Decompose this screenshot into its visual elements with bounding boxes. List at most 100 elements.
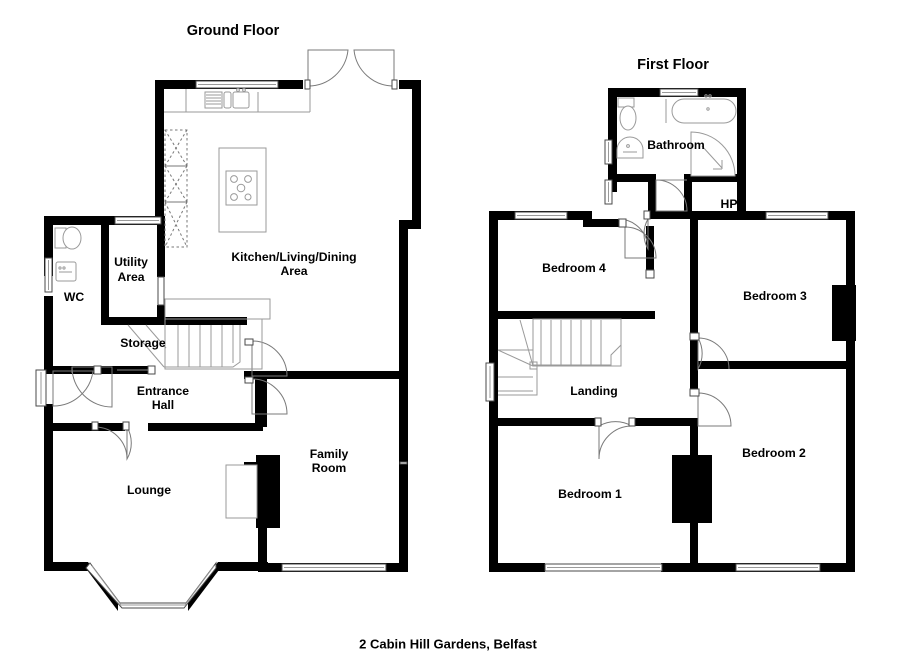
door-bedroom-4-jamb-2 (645, 269, 655, 279)
first-floor-labels: Bathroom HP Bedroom 4 Bedroom 3 Landing … (542, 138, 807, 501)
stair-first-nosing (533, 320, 622, 366)
door-bedroom-1[interactable] (594, 417, 636, 460)
wall-right-step (399, 220, 421, 229)
wall-kitchen-top-right (399, 80, 421, 89)
door-utility[interactable] (157, 276, 165, 306)
rooflight-x2b (164, 165, 188, 203)
bath-tap-2 (708, 94, 712, 98)
label-bedroom-4: Bedroom 4 (542, 261, 606, 275)
plan-caption: 2 Cabin Hill Gardens, Belfast (359, 636, 537, 651)
door-bedroom-2-swing[interactable] (697, 392, 732, 427)
door-bedroom-1-jamb-2 (628, 417, 636, 427)
chimney-breast-bedroom-1-2 (672, 455, 712, 523)
door-bathroom[interactable] (655, 179, 688, 212)
stair-first-diag-1 (497, 349, 534, 367)
wall-bathroom-bottom-right (684, 174, 738, 182)
bath-plug (706, 107, 710, 111)
wall-hp-divider (684, 182, 692, 219)
hob-unit (225, 170, 258, 206)
wall-landing-bottom-right (634, 418, 698, 426)
bay-window-lounge (84, 561, 222, 611)
rooflight-panel-1 (164, 129, 188, 167)
door-bedroom-4-swing[interactable] (624, 226, 657, 259)
bathroom-basin (616, 136, 644, 159)
staircase-first (497, 318, 622, 396)
wall-bed2-left-upper (690, 369, 698, 391)
door-wc-jamb (93, 365, 102, 375)
wall-lounge-bottom-left (44, 562, 88, 571)
wall-hp-left (648, 174, 656, 219)
door-hall-kitchen[interactable] (244, 338, 288, 377)
door-front[interactable] (52, 370, 94, 407)
wall-family-right (399, 371, 408, 571)
shower-drain-line (701, 145, 723, 169)
french-door-leaf-right[interactable] (353, 49, 395, 87)
kitchen-fixtures (164, 88, 311, 248)
wall-bathroom-right (737, 88, 746, 213)
first-floor-title: First Floor (637, 57, 709, 73)
wall-left-outer-upper (44, 216, 53, 276)
first-floor-windows (485, 88, 829, 572)
door-bedroom-3[interactable] (689, 332, 730, 371)
bath-tap-1 (704, 94, 708, 98)
door-landing-bath-jamb (643, 210, 651, 220)
door-bedroom-4[interactable] (618, 218, 657, 279)
door-hall-family-swing[interactable] (251, 378, 288, 415)
door-front-swing[interactable] (52, 370, 94, 407)
door-bedroom-1-swing[interactable] (598, 421, 634, 460)
door-bedroom-3-arc (697, 337, 730, 370)
wall-utility-right-upper (157, 225, 165, 277)
wall-bed3-bed2-divider (690, 361, 848, 369)
label-family-room-line1: Family (310, 447, 349, 461)
door-wc-swing[interactable] (71, 366, 113, 408)
ground-floor-labels: Kitchen/Living/Dining Area Utility Area … (64, 250, 357, 497)
door-bedroom-3-jamb (689, 332, 700, 341)
stair-upper-flight (164, 298, 271, 320)
door-wc[interactable] (71, 365, 113, 408)
label-kitchen-line1: Kitchen/Living/Dining (231, 250, 356, 264)
french-door-jamb-right (391, 79, 398, 90)
bay-wall-right (188, 562, 222, 611)
wall-kitchen-left (155, 80, 164, 217)
wall-utility-left (101, 225, 109, 324)
french-doors-kitchen[interactable] (304, 49, 398, 90)
wall-wc-top (44, 216, 106, 225)
fireplace-lounge (225, 464, 258, 519)
french-door-leaf-left[interactable] (307, 49, 349, 87)
door-lounge-arc (94, 426, 128, 460)
stair-winder-1 (127, 324, 165, 368)
wc-toilet-pan (62, 226, 82, 250)
french-door-jamb-left (304, 79, 311, 90)
door-hall-kitchen-swing[interactable] (251, 340, 288, 377)
label-wc: WC (64, 290, 85, 304)
door-storage[interactable] (117, 365, 156, 375)
label-hot-press: HP (721, 197, 738, 211)
door-hall-family[interactable] (244, 376, 288, 415)
ground-floor-plan: Ground Floor (35, 23, 421, 611)
label-lounge: Lounge (127, 483, 171, 497)
stair-first-diag-2 (519, 319, 534, 367)
wall-hall-right (255, 379, 263, 427)
rooflight-x3b (164, 201, 188, 248)
wall-bed4-bottom (489, 311, 655, 319)
wall-bed1-bottom-left (489, 563, 545, 572)
door-bedroom-2[interactable] (689, 388, 732, 427)
door-lounge[interactable] (91, 421, 132, 461)
shower-quadrant (690, 131, 736, 177)
hob-burner-center (236, 183, 246, 193)
wall-left-outer-lower (44, 404, 53, 570)
label-entrance-hall-line2: Hall (152, 398, 174, 412)
bathroom-basin-tap (626, 144, 630, 148)
wall-landing-bottom-left (489, 418, 599, 426)
wall-hall-top-connector (244, 371, 262, 379)
ground-floor-doors (52, 49, 398, 461)
stair-first-newel (529, 361, 538, 370)
rooflight-panel-3 (164, 201, 188, 248)
wall-right-outer (846, 211, 855, 571)
wall-landing-left (489, 382, 498, 572)
chimney-breast-bedroom-3 (832, 285, 856, 341)
door-bathroom-swing[interactable] (655, 179, 688, 212)
door-lounge-jamb (122, 421, 130, 431)
staircase-ground (127, 298, 271, 370)
door-bedroom-4-jamb (618, 218, 627, 228)
